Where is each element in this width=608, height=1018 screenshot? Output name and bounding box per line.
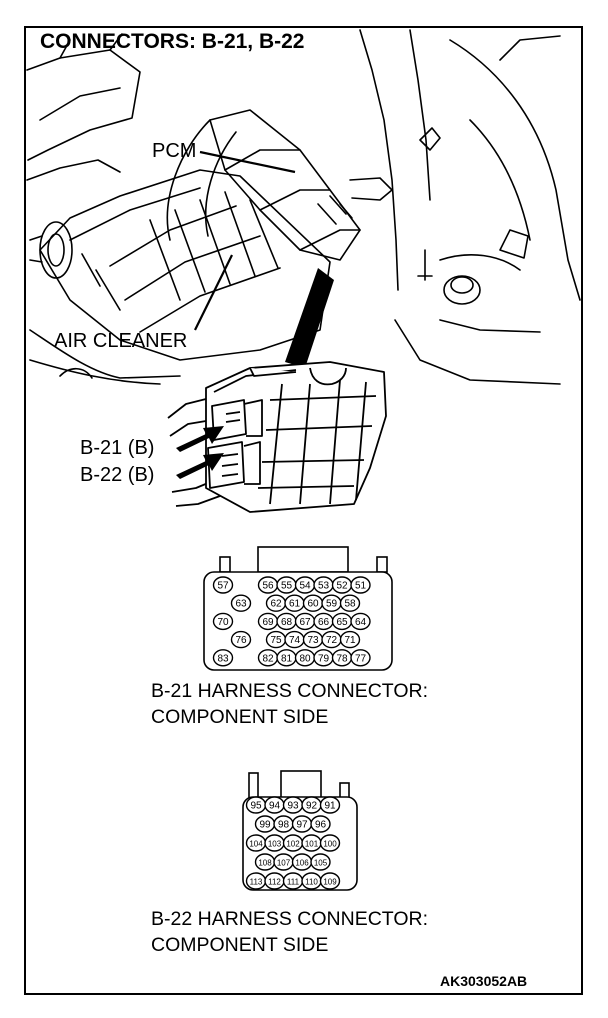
pin-label: 96 [315,820,327,831]
pin-label: 92 [306,801,318,812]
pin-label: 77 [355,653,367,664]
pin-cavity [212,612,234,631]
pin-label: 63 [235,599,247,610]
pin-label: 54 [299,581,311,592]
pin-label: 111 [287,878,300,887]
pin-label: 109 [323,878,337,887]
pin-label: 83 [217,653,229,664]
connector-detail-illustration [167,361,387,513]
pin-label: 58 [344,599,356,610]
pin-label: 74 [289,635,301,646]
pin-label: 81 [281,653,293,664]
pin-label: 98 [278,820,290,831]
pin-label: 108 [258,859,272,868]
callout-pointer [285,268,334,368]
pin-label: 99 [259,820,271,831]
pin-label: 61 [289,599,301,610]
b21-label: B-21 (B) [80,437,154,459]
pin-cavity [212,576,234,594]
pin-cavity [350,649,371,667]
pin-label: 101 [305,840,319,849]
pin-cavity [339,594,361,612]
pin-cavity [319,796,341,814]
pin-label: 78 [336,653,348,664]
pin-label: 112 [268,878,281,887]
pin-label: 91 [324,801,336,812]
engine-bay-illustration [26,29,581,385]
pin-cavity [339,630,361,649]
pin-label: 68 [281,617,293,628]
figure-title: CONNECTORS: B-21, B-22 [40,30,305,53]
b22-label: B-22 (B) [80,464,154,486]
pin-label: 62 [270,599,282,610]
pin-cavity [350,576,371,594]
pin-label: 82 [262,653,274,664]
pin-cavity [310,853,331,871]
pin-cavity [319,834,341,852]
pin-cavity [230,594,252,612]
b22-caption-line2: COMPONENT SIDE [151,934,328,956]
pin-label: 71 [344,635,356,646]
b21-arrow [176,426,224,452]
pin-label: 106 [295,859,309,868]
pin-label: 94 [269,801,281,812]
b22-pins: 95 94 93 92 91 99 98 97 96 104 103 102 101 100 108 107 1… [245,796,341,890]
pin-label: 57 [217,581,229,592]
pin-label: 102 [286,840,300,849]
b21-pins: 57 56 55 54 53 52 51 63 62 61 60 59 58 70 69 68 67 66 65 64… [212,576,371,667]
pin-label: 76 [235,635,247,646]
pin-label: 97 [296,820,308,831]
b22-arrow [176,453,224,479]
pin-label: 110 [305,878,318,887]
pin-label: 105 [314,859,328,868]
pin-label: 55 [281,581,293,592]
pin-cavity [319,872,341,890]
pin-label: 69 [262,617,274,628]
pin-label: 72 [326,635,338,646]
pin-label: 52 [336,581,348,592]
pin-cavity [230,630,252,649]
pin-label: 73 [307,635,319,646]
pin-label: 65 [336,617,348,628]
pcm-label: PCM [152,140,196,162]
pin-label: 93 [287,801,299,812]
pin-label: 113 [250,878,263,887]
pin-label: 95 [250,801,262,812]
pin-cavity [350,612,371,631]
b21-caption-line2: COMPONENT SIDE [151,706,328,728]
pin-label: 79 [318,653,330,664]
pin-label: 104 [249,840,263,849]
pin-label: 59 [326,599,338,610]
pin-label: 60 [307,599,319,610]
air-cleaner-label: AIR CLEANER [54,330,187,352]
pin-cavity [310,815,331,833]
pin-label: 66 [318,617,330,628]
leader-lines [194,150,296,331]
pin-label: 80 [299,653,311,664]
pin-label: 51 [355,581,367,592]
pointer-arrows [176,426,224,479]
pin-label: 100 [323,840,337,849]
pin-label: 75 [270,635,282,646]
b21-caption-line1: B-21 HARNESS CONNECTOR: [151,680,428,702]
pin-label: 56 [262,581,274,592]
pin-label: 64 [355,617,367,628]
pin-label: 67 [299,617,311,628]
pin-label: 53 [318,581,330,592]
figure-code: AK303052AB [440,973,527,989]
pin-label: 103 [268,840,282,849]
pin-label: 107 [277,859,291,868]
b22-caption-line1: B-22 HARNESS CONNECTOR: [151,908,428,930]
pin-cavity [212,649,234,667]
pin-label: 70 [217,617,229,628]
